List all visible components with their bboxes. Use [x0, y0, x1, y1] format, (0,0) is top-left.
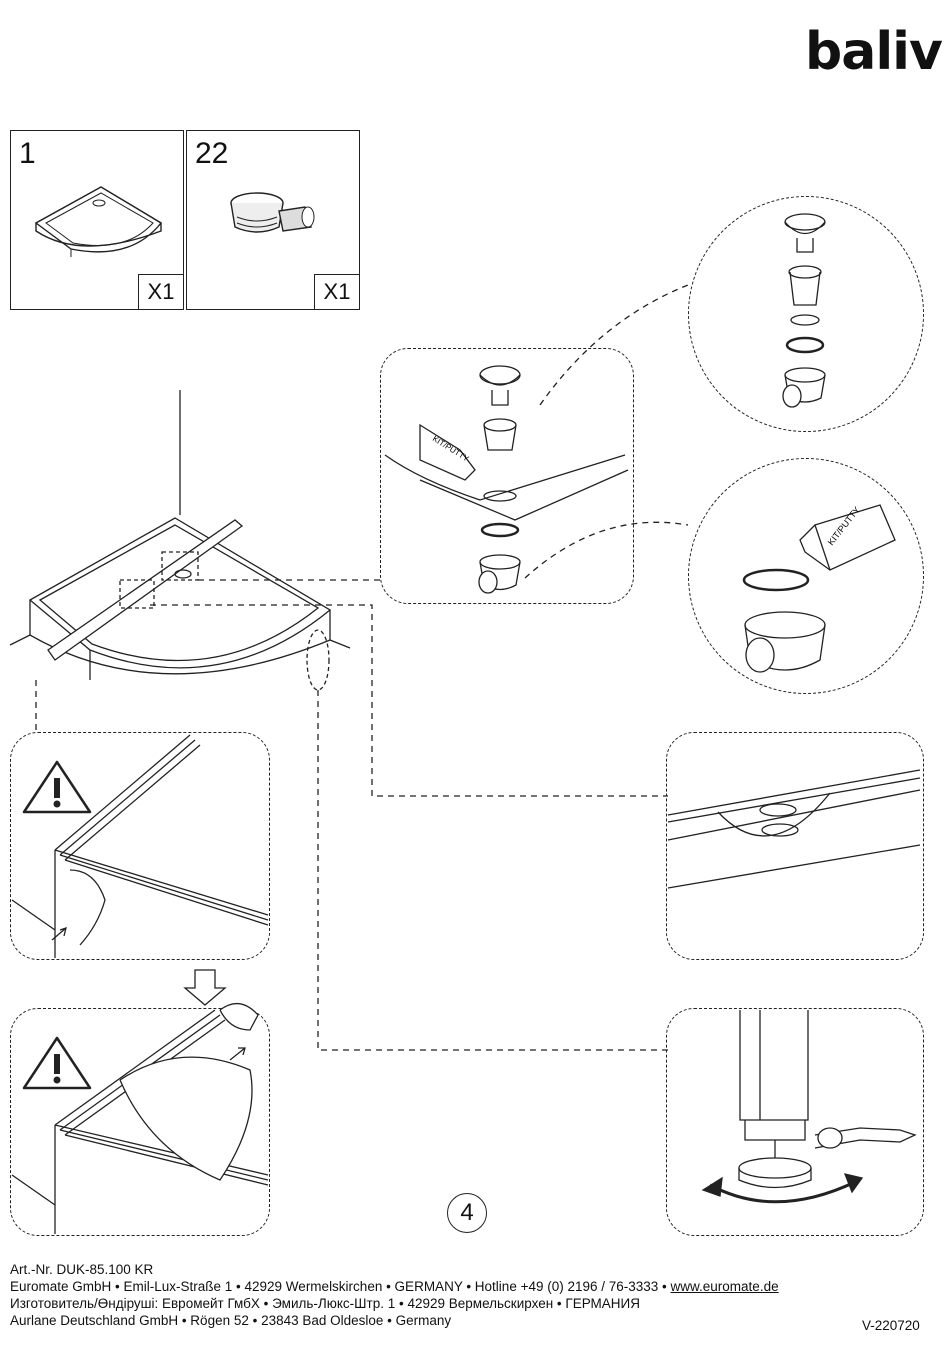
footer-russian: Изготовитель/Өндіруші: Евромейт ГмбХ • Э…	[10, 1296, 641, 1311]
edge-protection-detail-2	[10, 1008, 270, 1236]
version-code: V-220720	[862, 1318, 920, 1333]
footer-company: Euromate GmbH • Emil-Lux-Straße 1 • 4292…	[10, 1279, 779, 1294]
brand-logo: baliv	[805, 22, 943, 82]
drain-exploded-circle	[688, 196, 924, 432]
footer-article: Art.-Nr. DUK-85.100 KR	[10, 1262, 154, 1277]
quantity-box: X1	[314, 274, 359, 309]
shower-tray-icon	[34, 186, 163, 257]
level-detail	[666, 732, 924, 960]
footer-importer: Aurlane Deutschland GmbH • Rögen 52 • 23…	[10, 1313, 452, 1328]
page-number: 4	[447, 1193, 487, 1233]
part-number: 22	[195, 137, 229, 170]
putty-detail-circle	[688, 458, 924, 694]
footer-company-text: Euromate GmbH • Emil-Lux-Straße 1 • 4292…	[10, 1279, 671, 1294]
quantity-box: X1	[138, 274, 183, 309]
foot-adjust-detail	[666, 1008, 924, 1236]
drain-siphon-icon	[230, 192, 315, 233]
part-box-22: 22 X1	[186, 130, 360, 310]
warning-triangle-icon	[22, 1036, 92, 1090]
warning-triangle-icon	[22, 760, 92, 814]
website-link[interactable]: www.euromate.de	[670, 1279, 779, 1294]
edge-protection-detail-1	[10, 732, 270, 960]
drain-assembly-detail	[380, 348, 634, 604]
part-number: 1	[19, 137, 36, 170]
part-box-1: 1 X1	[10, 130, 184, 310]
